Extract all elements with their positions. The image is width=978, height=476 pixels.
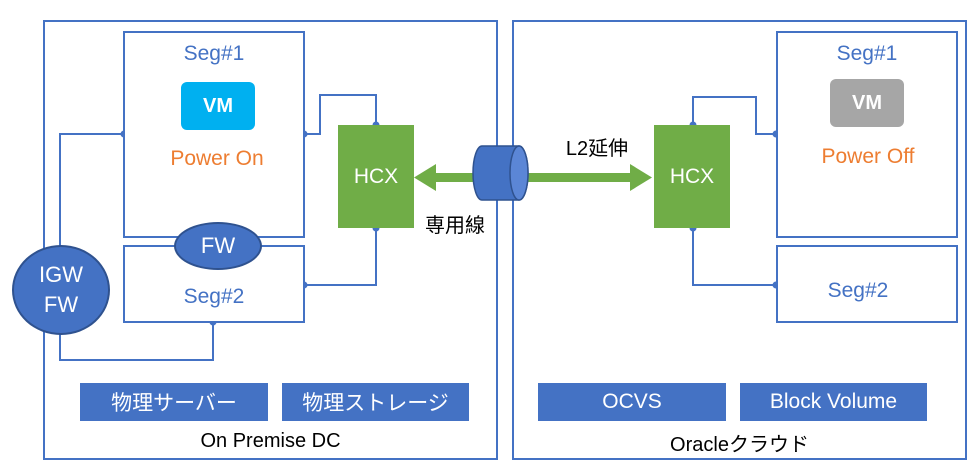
onprem-seg1-box xyxy=(123,31,305,238)
igw-fw-node: IGW FW xyxy=(12,245,110,335)
onprem-dc-caption: On Premise DC xyxy=(200,430,341,452)
igw-seg1-link xyxy=(59,133,124,250)
oracle-vm: VM xyxy=(830,79,904,127)
l2-arrow-left-head xyxy=(414,164,436,191)
onprem-hcx: HCX xyxy=(338,125,414,228)
igw-fw-label: FW xyxy=(43,292,79,317)
oracle-cloud-frame xyxy=(512,20,967,460)
oracle-cloud-caption: Oracleクラウド xyxy=(670,434,809,456)
firewall-node: FW xyxy=(174,222,262,270)
oracle-seg2-label: Seg#2 xyxy=(827,279,889,302)
igw-label: IGW xyxy=(39,262,83,287)
oracle-seg1-label: Seg#1 xyxy=(836,42,898,65)
dedicated-line-label: 専用線 xyxy=(425,215,485,237)
igw-seg2-link xyxy=(59,322,214,361)
physical-server-bar: 物理サーバー xyxy=(80,383,268,421)
l2-arrow-right-head xyxy=(630,164,652,191)
l2-extension-label: L2延伸 xyxy=(565,138,629,160)
l2-arrow-shaft xyxy=(432,173,632,182)
oracle-vm-status: Power Off xyxy=(821,145,915,168)
oracle-hcx: HCX xyxy=(654,125,730,228)
onprem-seg1-label: Seg#1 xyxy=(183,42,245,65)
onprem-vm: VM xyxy=(181,82,255,130)
ocvs-bar: OCVS xyxy=(538,383,726,421)
physical-storage-bar: 物理ストレージ xyxy=(282,383,469,421)
onprem-dc-frame xyxy=(43,20,498,460)
oracle-seg1-box xyxy=(776,31,958,238)
dedicated-line-cylinder xyxy=(472,145,529,201)
onprem-vm-status: Power On xyxy=(170,147,264,170)
block-volume-bar: Block Volume xyxy=(740,383,927,421)
seg2-hcx-link xyxy=(304,228,377,286)
oracle-seg2-box xyxy=(776,245,958,323)
oracle-hcx-seg1-link xyxy=(692,96,776,135)
oracle-hcx-seg2-link xyxy=(692,228,776,286)
onprem-seg2-label: Seg#2 xyxy=(183,285,245,308)
seg1-hcx-link xyxy=(304,94,377,135)
